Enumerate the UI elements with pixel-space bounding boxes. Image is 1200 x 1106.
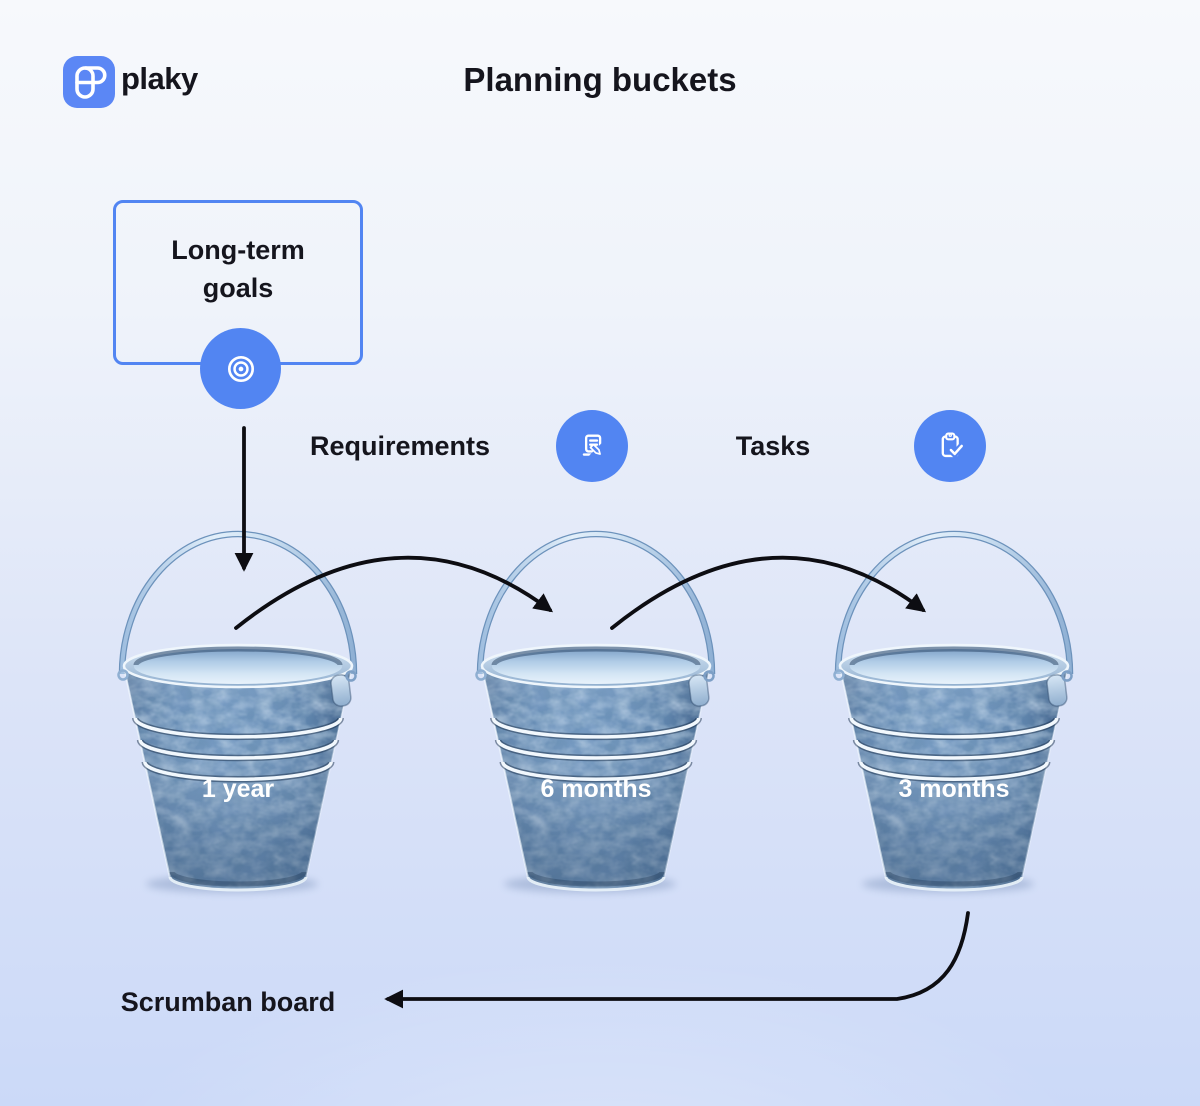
plaky-logo-icon — [63, 56, 115, 108]
requirements-icon-badge — [556, 410, 628, 482]
tasks-label: Tasks — [735, 431, 811, 461]
clipboard-check-icon — [941, 432, 965, 459]
target-icon — [227, 355, 254, 382]
bucket3-to-scrumban-arrow — [384, 911, 970, 1009]
document-edit-icon — [582, 434, 607, 461]
bucket-1-label: 1 year — [201, 775, 275, 803]
bucket-3-months-image — [824, 526, 1084, 911]
brand-name: plaky — [121, 61, 198, 96]
requirements-label: Requirements — [309, 431, 491, 461]
tasks-icon-badge — [914, 410, 986, 482]
long-term-goals-label: Long-term goals — [171, 235, 305, 303]
bucket-3-label: 3 months — [898, 775, 1010, 803]
bucket-6-months-image — [466, 526, 726, 911]
goal-icon-badge — [200, 328, 281, 409]
bucket-2-label: 6 months — [540, 775, 652, 803]
page-title: Planning buckets — [463, 61, 737, 98]
bucket-1-year-image — [108, 526, 368, 911]
scrumban-board-label: Scrumban board — [120, 987, 336, 1017]
